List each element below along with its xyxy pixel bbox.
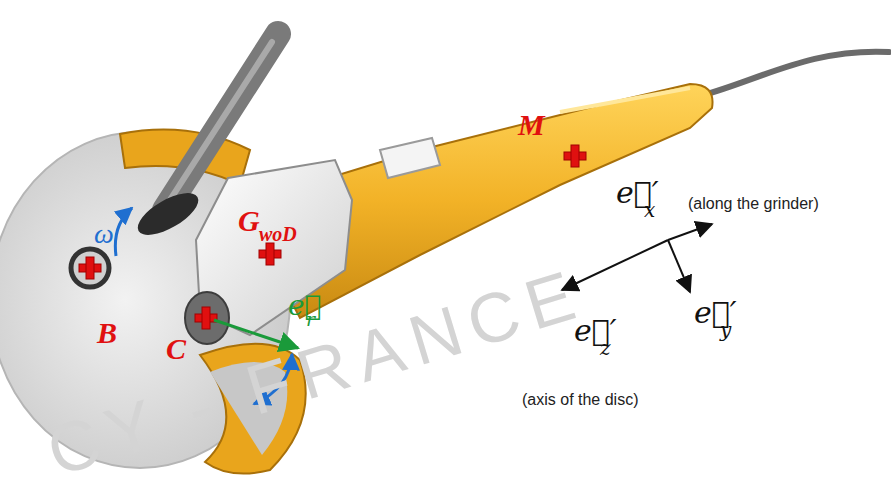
vector-subscript-holder: y [720,320,731,340]
side-handle [165,34,278,210]
point-subscript: woD [259,223,297,245]
vector-subscript: y [720,318,731,342]
vector-label: e⃗ [288,289,321,322]
vector-subscript-holder: r [306,310,315,329]
angular-velocity: ω [94,218,114,249]
vector-label-holder: e⃗ [288,292,321,320]
spindle [185,292,229,344]
point-label-holder: B [97,318,117,348]
point-subscript-holder: woD [259,224,297,244]
point-label-holder: M [518,110,545,140]
point-label: G [238,204,260,237]
vector-subscript: x [644,198,655,222]
angular-velocity-holder: ω [94,220,114,248]
body-highlight [560,88,690,112]
rotation-arrow [115,208,132,256]
point-label: C [166,332,186,365]
vector-subscript: r [306,308,315,330]
point-label-holder: G [238,206,260,236]
axis-note-holder: (along the grinder) [688,196,819,212]
vector-subscript-holder: z [600,338,611,358]
axis-triad [562,224,712,292]
point-label-holder: C [166,334,186,364]
axis-note: (axis of the disc) [522,391,638,408]
vector-subscript: z [600,336,611,360]
switch [380,138,440,178]
axis-note-holder: (axis of the disc) [522,392,638,408]
handle-highlight [170,42,272,200]
point-label: M [518,108,545,141]
handle-collar [132,185,205,243]
axis-note: (along the grinder) [688,195,819,212]
point-label: B [97,316,117,349]
disc-nut [71,249,109,287]
power-cable [700,52,889,96]
vector-subscript-holder: x [644,200,655,220]
